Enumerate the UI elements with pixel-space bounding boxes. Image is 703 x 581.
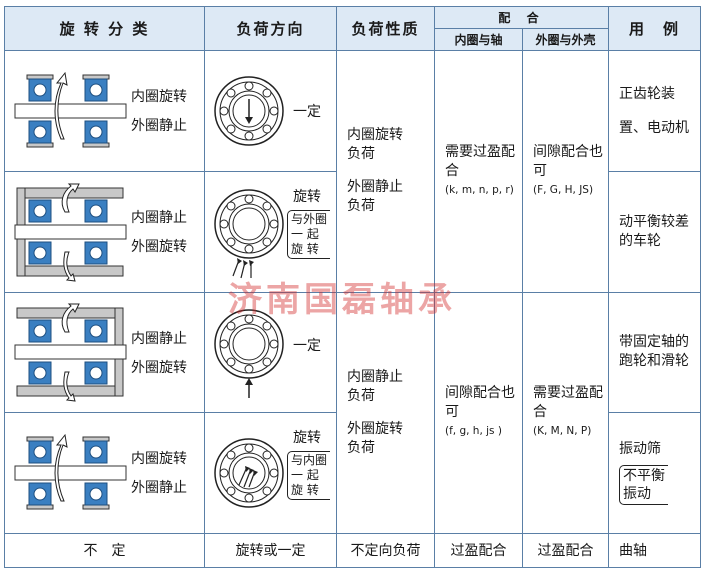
- footer-usage: 曲轴: [608, 532, 701, 569]
- load-bracket-line1: 与内圈: [291, 453, 328, 468]
- footer-shaft-fit: 过盈配合: [434, 532, 523, 569]
- usage-3: 带固定轴的跑轮和滑轮: [619, 334, 689, 370]
- load-bracket-line3: 旋 转: [291, 241, 319, 256]
- rotation-label-inner: 内圈旋转: [131, 89, 187, 106]
- footer-load-direction: 旋转或一定: [204, 532, 337, 569]
- housing-codes-a: (F, G, H, JS): [533, 183, 594, 196]
- housing-codes-b: (K, M, N, P): [533, 425, 592, 438]
- rotation-label-outer: 外圈旋转: [131, 238, 187, 255]
- header-usage: 用 例: [608, 5, 701, 52]
- shaft-codes-a: (k, m, n, p, r): [445, 183, 514, 196]
- rotation-label-outer: 外圈静止: [131, 480, 187, 497]
- usage-4b1: 不平衡: [623, 468, 665, 485]
- load-diagram-constant: [214, 76, 284, 146]
- shaft-fit-a: 需要过盈配合: [445, 143, 515, 179]
- footer-load-nature: 不定向负荷: [336, 532, 435, 569]
- usage-cell-1: 正齿轮装置、电动机: [608, 50, 701, 172]
- rotation-label-inner: 内圈静止: [131, 330, 187, 347]
- shaft-fit-group-a: 需要过盈配合 (k, m, n, p, r): [434, 50, 523, 293]
- load-cell-1: 一定: [204, 50, 337, 172]
- header-load-direction: 负荷方向: [204, 5, 337, 52]
- bearing-diagram-outer-rotating-fixed-shaft: [14, 303, 127, 402]
- rotation-label-inner: 内圈旋转: [131, 451, 187, 468]
- rotation-label-outer: 外圈旋转: [131, 359, 187, 376]
- usage-4b2: 振动: [623, 486, 651, 503]
- load-nature-group-b: 内圈静止负荷 外圈旋转负荷: [336, 291, 435, 534]
- load-cell-2: 旋转 与外圈 一 起 旋 转: [204, 170, 337, 293]
- load-nature-a2: 外圈静止负荷: [347, 179, 403, 215]
- rotation-cell-3: 内圈静止 外圈旋转: [4, 291, 205, 414]
- load-nature-a1: 内圈旋转负荷: [347, 127, 403, 163]
- bearing-diagram-inner-rotating-2: [14, 433, 127, 510]
- load-nature-b2: 外圈旋转负荷: [347, 420, 403, 456]
- load-bracket-line1: 与外圈: [291, 211, 328, 226]
- rotation-cell-1: 内圈旋转 外圈静止: [4, 50, 205, 172]
- usage-2: 动平衡较差的车轮: [619, 213, 689, 249]
- load-nature-group-a: 内圈旋转负荷 外圈静止负荷: [336, 50, 435, 293]
- header-fit: 配 合: [434, 5, 609, 30]
- header-load-nature: 负荷性质: [336, 5, 435, 52]
- bearing-diagram-inner-rotating: [14, 71, 127, 148]
- footer-housing-fit: 过盈配合: [522, 532, 609, 569]
- load-bracket-outer: 与外圈 一 起 旋 转: [287, 209, 331, 259]
- load-bracket-line3: 旋 转: [291, 483, 319, 498]
- load-bracket-line2: 一 起: [291, 226, 319, 241]
- load-label-constant: 一定: [293, 337, 321, 354]
- shaft-codes-b: (f, g, h, js ): [445, 425, 502, 438]
- load-diagram-constant-up: [214, 309, 284, 399]
- rotation-label-inner: 内圈静止: [131, 209, 187, 226]
- usage-4a: 振动筛: [619, 441, 661, 458]
- load-label-constant: 一定: [293, 104, 321, 121]
- load-bracket-line2: 一 起: [291, 468, 319, 483]
- header-outer-housing: 外圈与外壳: [522, 28, 609, 52]
- usage-bracket: 不平衡 振动: [619, 465, 668, 506]
- load-cell-3: 一定: [204, 291, 337, 414]
- usage-1: 正齿轮装置、电动机: [619, 86, 689, 137]
- bearing-diagram-outer-rotating: [14, 183, 127, 282]
- load-cell-4: 旋转 与内圈 一 起 旋 转: [204, 412, 337, 534]
- header-rotation: 旋 转 分 类: [4, 5, 205, 52]
- rotation-label-outer: 外圈静止: [131, 118, 187, 135]
- shaft-fit-b: 间隙配合也可: [445, 385, 515, 421]
- bearing-fit-table: 旋 转 分 类 负荷方向 负荷性质 配 合 用 例 内圈与轴 外圈与外壳 内圈旋…: [4, 5, 701, 569]
- housing-fit-a: 间隙配合也可: [533, 143, 603, 179]
- usage-cell-3: 带固定轴的跑轮和滑轮: [608, 291, 701, 414]
- shaft-fit-group-b: 间隙配合也可 (f, g, h, js ): [434, 291, 523, 534]
- header-inner-shaft: 内圈与轴: [434, 28, 523, 52]
- footer-rotation: 不 定: [4, 532, 205, 569]
- load-nature-b1: 内圈静止负荷: [347, 368, 403, 404]
- usage-cell-2: 动平衡较差的车轮: [608, 170, 701, 293]
- rotation-cell-4: 内圈旋转 外圈静止: [4, 412, 205, 534]
- housing-fit-group-a: 间隙配合也可 (F, G, H, JS): [522, 50, 609, 293]
- load-diagram-rotating-inner: [214, 438, 284, 508]
- load-label-rotating: 旋转: [293, 430, 321, 447]
- rotation-cell-2: 内圈静止 外圈旋转: [4, 170, 205, 293]
- housing-fit-b: 需要过盈配合: [533, 385, 603, 421]
- load-label-rotating: 旋转: [293, 188, 321, 205]
- load-bracket-inner: 与内圈 一 起 旋 转: [287, 451, 331, 501]
- load-diagram-rotating-outer: [214, 188, 284, 278]
- housing-fit-group-b: 需要过盈配合 (K, M, N, P): [522, 291, 609, 534]
- usage-cell-4: 振动筛 不平衡 振动: [608, 412, 701, 534]
